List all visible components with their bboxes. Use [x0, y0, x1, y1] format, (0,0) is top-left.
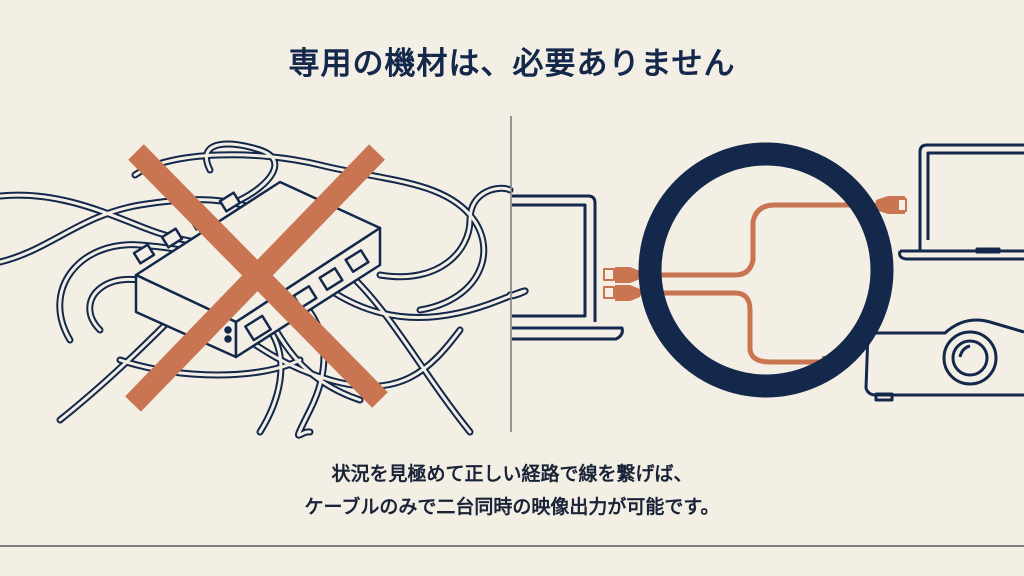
projector-icon	[864, 318, 1024, 402]
caption-line-1: 状況を見極めて正しい経路で線を繋げば、	[331, 463, 693, 485]
laptop-source-icon	[512, 194, 624, 341]
caption-line-2: ケーブルのみで二台同時の映像出力が可能です。	[304, 496, 720, 518]
x-mark-icon	[125, 144, 388, 412]
splitter-cable	[637, 202, 883, 365]
correct-setup-illustration	[512, 142, 1024, 402]
footer-rule	[0, 545, 1024, 547]
circle-mark-icon	[638, 142, 894, 398]
laptop-display-icon	[898, 143, 1024, 261]
tangled-cables-illustration	[0, 140, 529, 439]
slide-caption: 状況を見極めて正しい経路で線を繋げば、 ケーブルのみで二台同時の映像出力が可能で…	[0, 458, 1024, 524]
slide-title: 専用の機材は、必要ありません	[288, 46, 736, 82]
